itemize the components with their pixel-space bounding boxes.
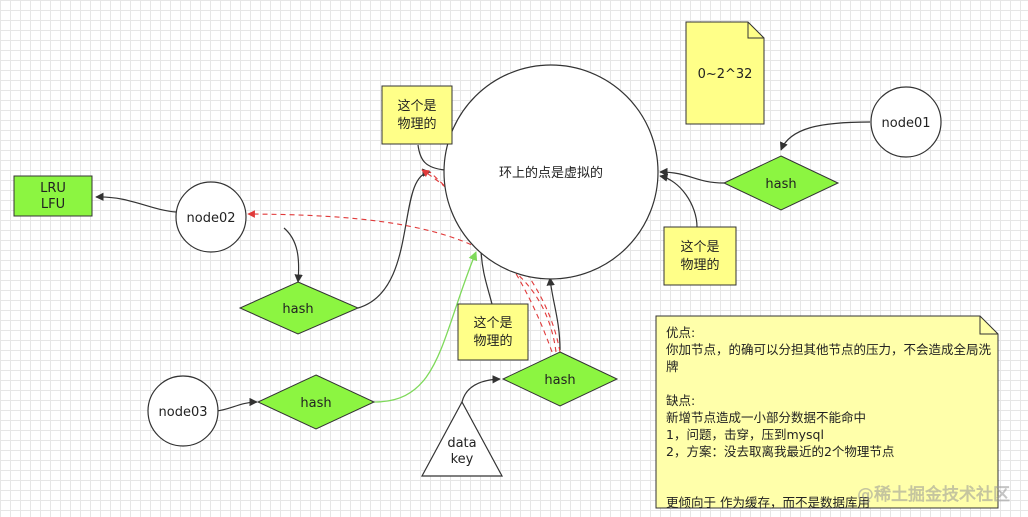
node03-label: node03	[159, 405, 208, 420]
edge-node02-lru	[95, 192, 177, 213]
text-line: LFU	[41, 197, 65, 212]
edge-node01-hash	[779, 121, 871, 151]
text-line: 这个是	[473, 315, 512, 331]
edge-hash-left-ring	[357, 168, 431, 309]
node02-label: node02	[187, 211, 236, 226]
hash-diamond-bottom-left-label: hash	[300, 396, 331, 411]
text-line: data	[447, 436, 476, 451]
text-line: 物理的	[680, 257, 719, 273]
text-line: 这个是	[680, 239, 719, 255]
text-line: LRU	[40, 181, 66, 196]
edge-datakey-hash	[461, 375, 501, 403]
text-line: 物理的	[473, 333, 512, 349]
edge-node03-hash	[215, 397, 258, 412]
hash-diamond-right	[722, 155, 840, 211]
node01-label: node01	[882, 116, 931, 131]
cache-policy-box	[13, 175, 93, 217]
edge-physical-mid-ring	[480, 249, 493, 305]
hash-diamond-bottom-left	[256, 374, 376, 430]
watermark: @稀土掘金技术社区	[857, 485, 1010, 505]
physical-box-right	[663, 226, 737, 286]
node02-circle	[175, 181, 247, 253]
edge-red-hash-node02	[247, 210, 557, 353]
hash-diamond-bottom-label: hash	[544, 373, 575, 388]
hash-ring-circle	[443, 64, 659, 280]
node03-circle	[147, 375, 219, 447]
edge-hash-right-ring	[659, 167, 725, 184]
physical-box-mid	[457, 303, 529, 361]
edge-green-hash-ring	[373, 251, 478, 403]
data-key-triangle	[420, 400, 504, 477]
physical-box-top-label: 这个是物理的	[397, 98, 436, 132]
ring-label: 环上的点是虚拟的	[499, 165, 603, 181]
range-note-label: 0~2^32	[698, 67, 753, 82]
node01-circle	[870, 86, 942, 158]
pros-cons-note	[655, 315, 999, 509]
range-note	[685, 21, 765, 125]
physical-box-mid-label: 这个是物理的	[473, 315, 512, 349]
physical-box-right-label: 这个是物理的	[680, 239, 719, 273]
edge-physical-top-ring	[417, 144, 446, 171]
hash-diamond-left	[238, 281, 360, 335]
hash-diamond-right-label: hash	[765, 177, 796, 192]
hash-diamond-bottom	[501, 351, 619, 407]
hash-diamond-left-label: hash	[282, 302, 313, 317]
text-line: 这个是	[397, 98, 436, 114]
text-line: 物理的	[397, 116, 436, 132]
physical-box-top	[381, 85, 453, 145]
edge-node02-hash	[283, 227, 303, 283]
edge-hash-bottom-ring	[546, 277, 561, 351]
text-line: key	[451, 452, 474, 467]
edge-physical-right-ring	[659, 173, 698, 228]
